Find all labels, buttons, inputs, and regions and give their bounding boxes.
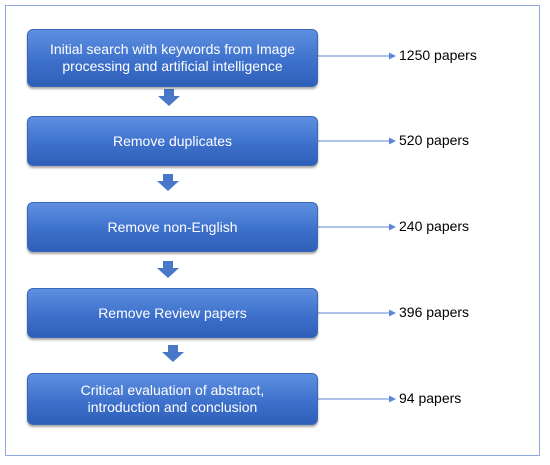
step-label: Initial search with keywords from Image … — [49, 41, 296, 74]
down-arrow-2 — [157, 174, 179, 191]
result-count: 1250 papers — [399, 47, 477, 63]
step-remove-review-papers: Remove Review papers — [27, 288, 318, 338]
down-arrow-1 — [158, 89, 180, 106]
step-label: Remove duplicates — [112, 132, 233, 149]
result-count: 94 papers — [399, 390, 462, 406]
step-label: Critical evaluation of abstract, introdu… — [80, 382, 265, 415]
step-label: Remove non-English — [107, 218, 238, 235]
step-remove-non-english: Remove non-English — [27, 202, 318, 252]
down-arrow-4 — [162, 345, 184, 362]
down-arrow-3 — [157, 261, 179, 278]
step-critical-evaluation: Critical evaluation of abstract, introdu… — [27, 373, 318, 425]
result-count: 396 papers — [399, 304, 470, 320]
step-label: Remove Review papers — [98, 304, 247, 321]
step-remove-duplicates: Remove duplicates — [27, 116, 318, 166]
step-initial-search: Initial search with keywords from Image … — [27, 29, 318, 87]
result-count: 240 papers — [399, 218, 470, 234]
result-count: 520 papers — [399, 132, 470, 148]
